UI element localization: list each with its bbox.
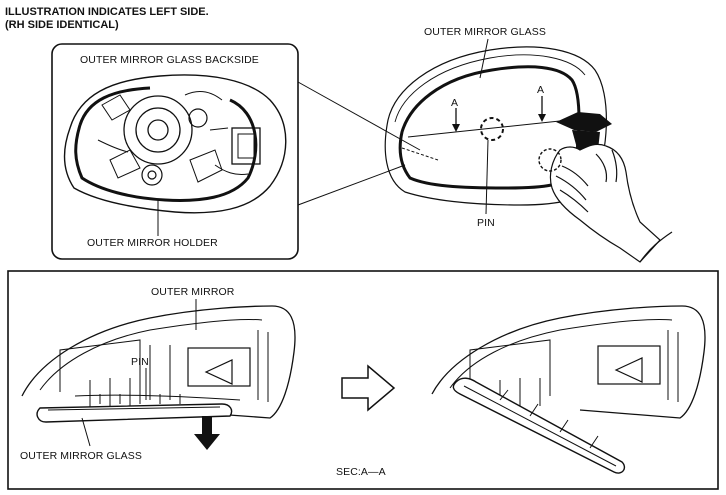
hollow-right-arrow-icon bbox=[341, 364, 396, 412]
bottom-glass-label: OUTER MIRROR GLASS bbox=[20, 450, 142, 462]
top-pin-label: PIN bbox=[477, 217, 495, 229]
section-label: SEC:A—A bbox=[336, 466, 386, 478]
header-line-2: (RH SIDE IDENTICAL) bbox=[5, 19, 119, 31]
section-arrow-right bbox=[538, 96, 546, 122]
glass-leader-bottom bbox=[81, 417, 91, 447]
inset-leader-lines bbox=[297, 81, 439, 206]
outer-mirror-label: OUTER MIRROR bbox=[151, 286, 235, 298]
inset-callout-box bbox=[51, 43, 299, 260]
solid-down-arrow-icon bbox=[194, 416, 220, 450]
section-mirror-right-drawing bbox=[431, 305, 706, 419]
inset-title-label: OUTER MIRROR GLASS BACKSIDE bbox=[80, 54, 259, 66]
pin-leader-top bbox=[485, 139, 489, 215]
section-mark-left-label: A bbox=[451, 97, 459, 109]
hand-drawing bbox=[538, 143, 673, 263]
section-mirror-left-drawing bbox=[21, 305, 296, 419]
detached-glass-plate bbox=[36, 394, 233, 423]
mirror-backside-drawing bbox=[63, 74, 287, 214]
section-arrow-left bbox=[452, 108, 460, 132]
section-mark-right-label: A bbox=[537, 84, 545, 96]
inset-holder-label: OUTER MIRROR HOLDER bbox=[87, 237, 218, 249]
glass-leader-top bbox=[479, 38, 489, 79]
bottom-pin-label: PIN bbox=[131, 356, 149, 368]
top-glass-label: OUTER MIRROR GLASS bbox=[424, 26, 546, 38]
header-line-1: ILLUSTRATION INDICATES LEFT SIDE. bbox=[5, 6, 209, 18]
tilted-glass-plate bbox=[452, 377, 626, 474]
